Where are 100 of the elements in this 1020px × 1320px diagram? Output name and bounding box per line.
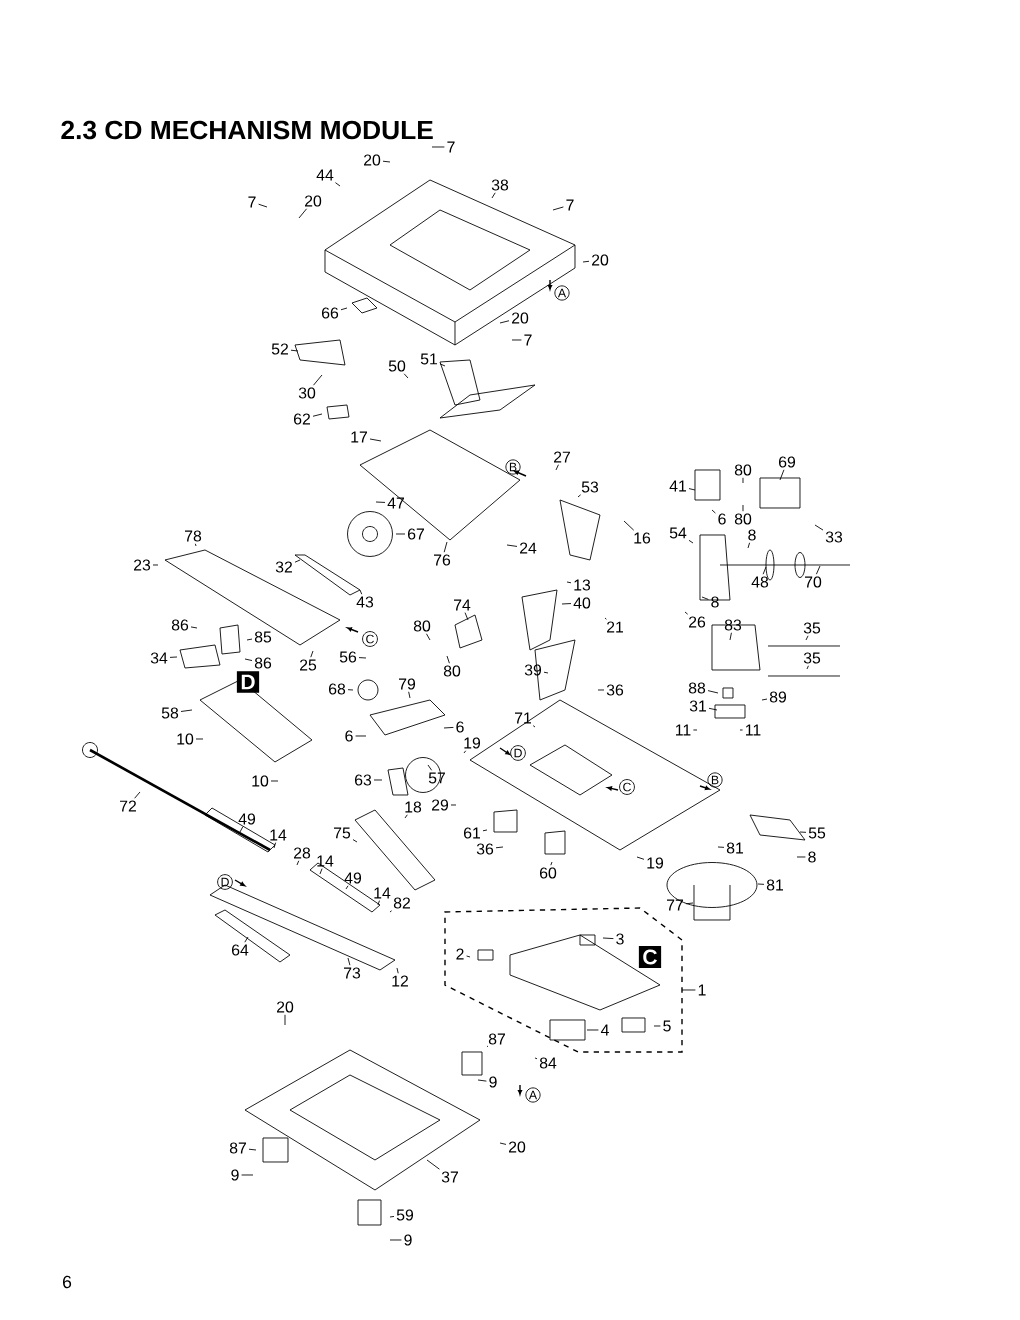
leader-line <box>369 438 382 442</box>
callout-number: 38 <box>491 179 509 191</box>
callout-number: 66 <box>322 307 339 319</box>
leader-line <box>426 633 431 641</box>
leader-line <box>543 671 549 674</box>
leader-line <box>482 829 488 832</box>
callout-number: 19 <box>464 737 481 749</box>
callout-number: 48 <box>751 576 769 588</box>
leader-line <box>604 617 607 620</box>
callout-number: 33 <box>825 531 843 543</box>
leader-line <box>586 1029 599 1031</box>
leader-line <box>389 1239 402 1241</box>
callout-number: 14 <box>317 855 334 867</box>
callout-number: 4 <box>600 1024 609 1036</box>
leader-line <box>534 1057 538 1060</box>
leader-line <box>450 804 457 806</box>
leader-line <box>395 533 406 535</box>
callout-number: 8 <box>711 596 719 608</box>
callout-number: 80 <box>413 620 431 632</box>
leader-line <box>169 656 178 658</box>
callout-number: 26 <box>689 616 706 628</box>
callout-number: 27 <box>554 451 570 463</box>
leader-line <box>403 373 409 379</box>
leader-line <box>464 612 469 621</box>
callout-number: 17 <box>351 431 367 443</box>
leader-line <box>636 856 645 860</box>
callout-number: 32 <box>275 561 292 573</box>
leader-line <box>506 544 518 547</box>
callout-number: 81 <box>726 842 743 854</box>
leader-line <box>190 626 198 629</box>
callout-number: 24 <box>520 542 537 554</box>
leader-line <box>241 1174 254 1176</box>
callout-number: 34 <box>150 652 168 664</box>
callout-number: 49 <box>238 813 256 825</box>
leader-line <box>742 477 744 484</box>
leader-line <box>681 989 696 991</box>
callout-number: 29 <box>432 799 449 811</box>
callout-number: 52 <box>271 343 288 355</box>
reference-mark: B <box>505 459 521 475</box>
callout-number: 51 <box>420 353 437 365</box>
leader-line <box>711 509 716 514</box>
callout-number: 67 <box>408 528 424 540</box>
callout-number: 70 <box>805 576 822 588</box>
leader-line <box>805 635 809 641</box>
callout-number: 9 <box>489 1076 497 1088</box>
leader-line <box>408 691 411 699</box>
leader-line <box>345 885 349 890</box>
callout-number: 10 <box>177 733 194 745</box>
callout-number: 3 <box>616 933 624 945</box>
leader-line <box>463 750 467 754</box>
leader-line <box>747 542 751 549</box>
leader-line <box>313 374 323 386</box>
leader-line <box>396 967 399 974</box>
leader-line <box>270 780 279 782</box>
leader-line <box>319 868 323 875</box>
leader-line <box>347 689 354 691</box>
leader-line <box>239 826 244 833</box>
callout-number: 20 <box>305 195 322 207</box>
leader-line <box>244 658 253 661</box>
leader-line <box>290 349 299 352</box>
callout-number: 20 <box>592 254 609 266</box>
leader-line <box>389 910 393 913</box>
callout-number: 35 <box>803 622 821 634</box>
callout-number: 6 <box>718 513 726 525</box>
leader-line <box>701 596 709 600</box>
leader-line <box>244 936 249 943</box>
leader-line <box>561 603 572 605</box>
callout-number: 7 <box>447 141 455 153</box>
leader-line <box>477 1079 487 1082</box>
callout-number: 28 <box>294 847 311 859</box>
leader-line <box>194 543 197 547</box>
leader-line <box>684 611 689 615</box>
title: 2.3 CD MECHANISM MODULE <box>61 120 433 140</box>
callout-number: 88 <box>688 682 706 694</box>
callout-number: 49 <box>344 872 362 884</box>
callout-number: 47 <box>387 497 404 509</box>
callout-number: 25 <box>300 659 317 671</box>
leader-line <box>653 1025 661 1027</box>
callout-number: 20 <box>509 1141 526 1153</box>
callout-number: 6 <box>345 730 353 742</box>
callout-number: 86 <box>171 619 189 631</box>
callout-number: 37 <box>441 1171 458 1183</box>
callout-number: 80 <box>734 513 752 525</box>
callout-number: 54 <box>669 527 687 539</box>
callout-number: 63 <box>355 774 372 786</box>
callout-number: 23 <box>134 559 151 571</box>
callout-number: 76 <box>434 554 451 566</box>
callout-number: 1 <box>698 984 706 996</box>
callout-number: 16 <box>634 532 651 544</box>
callout-number: 18 <box>405 801 422 813</box>
leader-line <box>761 698 768 701</box>
callout-number: 20 <box>277 1001 294 1013</box>
leader-line <box>258 203 268 208</box>
callout-number: 83 <box>724 619 742 631</box>
leader-line <box>134 791 141 799</box>
callout-number: 20 <box>512 312 529 324</box>
leader-line <box>688 539 694 544</box>
callout-number: 35 <box>803 652 821 664</box>
leader-line <box>377 900 380 906</box>
leader-line <box>404 814 408 819</box>
